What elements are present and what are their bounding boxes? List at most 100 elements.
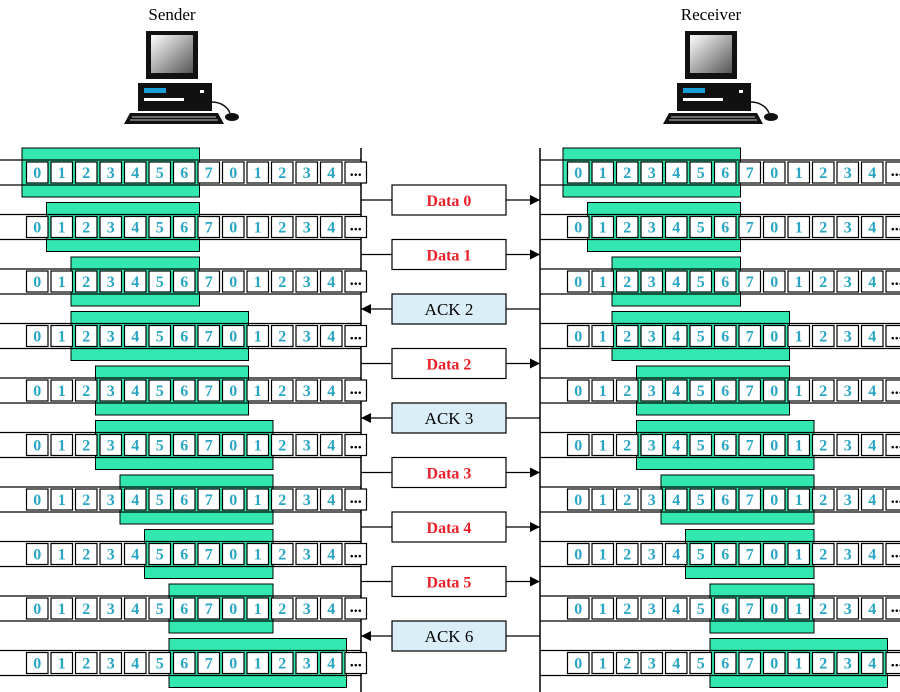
sequence-cell	[270, 488, 294, 511]
sequence-number: 0	[33, 165, 41, 182]
sequence-number: 3	[107, 274, 115, 291]
sequence-number: 4	[327, 492, 335, 509]
sequence-cell	[50, 324, 74, 348]
sequence-number: 3	[648, 547, 656, 564]
sequence-cell	[221, 215, 245, 239]
sequence-cell	[664, 324, 688, 348]
sequence-number: 3	[844, 656, 852, 673]
sequence-cell	[640, 651, 664, 675]
sequence-number: 4	[868, 274, 876, 291]
sequence-cell	[270, 379, 294, 402]
sequence-number: 2	[819, 165, 827, 182]
sequence-number: 6	[180, 438, 188, 455]
sequence-cell	[50, 161, 74, 184]
sequence-cell	[713, 270, 737, 293]
sequence-number: 0	[770, 383, 778, 400]
sequence-cell	[762, 542, 786, 566]
sequence-cell	[689, 161, 713, 184]
sequence-number: 4	[868, 438, 876, 455]
sequence-number: 2	[623, 220, 631, 237]
sequence-number: 0	[770, 656, 778, 673]
sequence-cell	[319, 379, 343, 402]
sequence-number: 2	[82, 656, 90, 673]
sequence-number: 2	[82, 492, 90, 509]
sequence-cell	[148, 597, 172, 620]
sequence-number: 2	[819, 220, 827, 237]
ellipsis: ...	[891, 218, 900, 235]
ellipsis: ...	[891, 545, 900, 562]
sequence-number: 3	[844, 220, 852, 237]
sequence-cell	[787, 597, 811, 620]
sequence-cell	[640, 488, 664, 511]
sequence-cell	[860, 433, 884, 457]
sequence-cell	[148, 379, 172, 402]
sequence-cell	[615, 215, 639, 239]
sequence-cell	[811, 433, 835, 457]
sequence-number: 4	[672, 329, 680, 346]
arrow-head-icon	[530, 522, 540, 532]
sequence-number: 2	[623, 601, 631, 618]
sequence-cell	[123, 161, 147, 184]
sequence-number: 1	[599, 165, 607, 182]
receiver-computer: Receiver	[663, 5, 778, 124]
sequence-number: 0	[574, 438, 582, 455]
sequence-number: 1	[254, 492, 262, 509]
sequence-cell	[197, 161, 221, 184]
sequence-cell	[25, 324, 49, 348]
sequence-number: 1	[795, 547, 803, 564]
sequence-cell	[664, 161, 688, 184]
sequence-number: 2	[278, 165, 286, 182]
sequence-cell	[811, 379, 835, 402]
sequence-cell	[270, 161, 294, 184]
sequence-number: 3	[648, 492, 656, 509]
sequence-number: 3	[303, 274, 311, 291]
receiver-buffer-rows: 0123456701234...0123456701234...01234567…	[540, 147, 900, 688]
sequence-cell	[811, 161, 835, 184]
sequence-cell	[689, 324, 713, 348]
sequence-cell	[787, 379, 811, 402]
sequence-cell	[123, 488, 147, 511]
sequence-cell	[689, 215, 713, 239]
sequence-cell	[172, 433, 196, 457]
sequence-cell	[197, 542, 221, 566]
sequence-cell	[811, 651, 835, 675]
sequence-cell	[99, 215, 123, 239]
ellipsis-cell	[344, 324, 368, 348]
sequence-number: 5	[156, 656, 164, 673]
sequence-cell	[197, 488, 221, 511]
sequence-number: 2	[82, 383, 90, 400]
ellipsis: ...	[891, 654, 900, 671]
ellipsis-cell	[344, 433, 368, 457]
ellipsis: ...	[891, 327, 900, 344]
sequence-cell	[295, 379, 319, 402]
ellipsis-cell	[344, 597, 368, 620]
arrow-head-icon	[361, 413, 371, 423]
data-frame: Data 4	[361, 511, 540, 543]
sequence-cell	[25, 161, 49, 184]
sequence-number: 1	[599, 492, 607, 509]
sequence-cell	[811, 488, 835, 511]
sender-computer: Sender	[124, 5, 239, 124]
sequence-cell	[689, 597, 713, 620]
sequence-number: 3	[648, 601, 656, 618]
sequence-cell	[860, 488, 884, 511]
sequence-cell	[566, 379, 590, 402]
message-box	[391, 293, 507, 325]
sequence-number: 5	[697, 438, 705, 455]
message-label: Data 4	[427, 520, 472, 537]
sequence-number: 0	[229, 165, 237, 182]
computer-icon	[663, 31, 778, 124]
sequence-cell	[615, 597, 639, 620]
sequence-cell	[713, 597, 737, 620]
sequence-number: 3	[303, 220, 311, 237]
sequence-number: 0	[33, 438, 41, 455]
sequence-cell	[25, 488, 49, 511]
sequence-number: 5	[156, 274, 164, 291]
sequence-cell	[221, 433, 245, 457]
sequence-number: 0	[770, 547, 778, 564]
ellipsis: ...	[891, 163, 900, 180]
sequence-cell	[148, 270, 172, 293]
sequence-cell	[99, 161, 123, 184]
